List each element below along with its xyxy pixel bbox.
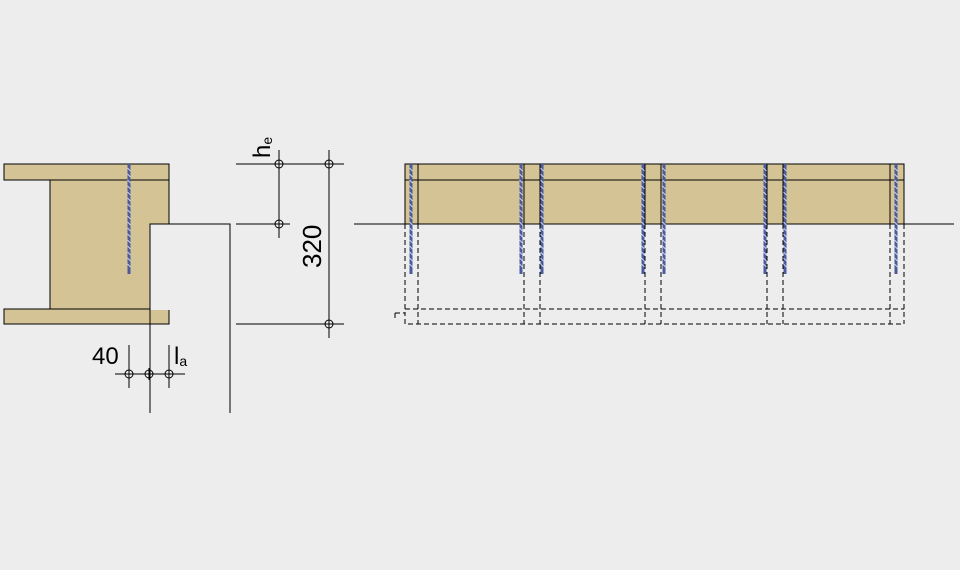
screw-icon [539, 162, 545, 276]
circle-marker-icon [322, 157, 336, 171]
hidden-lines [394, 224, 905, 325]
dimension-320-label: 320 [297, 225, 327, 268]
vertical-dimension: he 320 [236, 137, 344, 338]
he-symbol: he [249, 137, 276, 158]
la-symbol: la [174, 343, 187, 370]
dimension-40-label: 40 [92, 343, 119, 370]
screw-icon [893, 162, 899, 276]
bottom-flange [3, 308, 170, 325]
screw-icon [518, 162, 524, 276]
screw-icon [408, 162, 414, 276]
notch-cut [150, 224, 170, 310]
screw-icon [782, 162, 788, 276]
support-outline [149, 223, 231, 413]
circle-marker-icon [142, 367, 156, 381]
screw-icon [762, 162, 768, 276]
web-block [49, 179, 170, 310]
circle-marker-icon [322, 317, 336, 331]
screw-icon [126, 162, 132, 276]
elevation-view [354, 162, 954, 325]
horizontal-dimension: 40 la [92, 343, 187, 388]
circle-marker-icon [272, 157, 286, 171]
screw-icon [640, 162, 646, 276]
circle-marker-icon [122, 367, 136, 381]
cross-section: 40 la he 320 [3, 137, 344, 413]
circle-marker-icon [272, 217, 286, 231]
screw-icon [661, 162, 667, 276]
beam-elevation [404, 163, 905, 225]
top-flange [3, 163, 170, 181]
